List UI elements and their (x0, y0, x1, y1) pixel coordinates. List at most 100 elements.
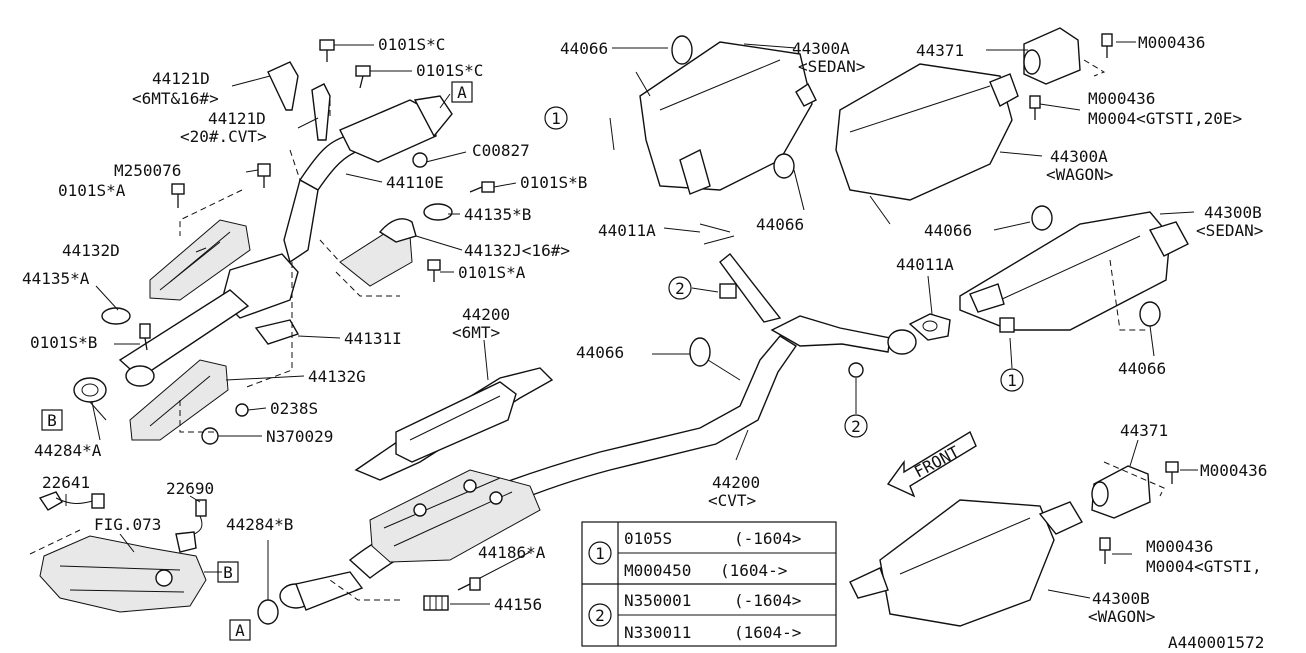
label-44186a: 44186*A (478, 543, 546, 562)
hanger-44066-center (689, 337, 711, 367)
legend-row-2-part: M000450 (624, 561, 691, 580)
label-22641: 22641 (42, 473, 90, 492)
svg-text:A: A (235, 621, 245, 640)
label-44300a-sedan-sub: <SEDAN> (798, 57, 865, 76)
hanger-44066-right-top (1031, 205, 1053, 231)
legend-row-3-range: (-1604> (734, 591, 801, 610)
label-44300b-sedan: 44300B (1204, 203, 1262, 222)
label-0101s-b-right: 0101S*B (520, 173, 587, 192)
washer-n370029 (201, 427, 219, 445)
legend-ref-1: 1 (588, 541, 612, 565)
clamp-44135a (101, 307, 131, 325)
bolt-44186a (457, 577, 481, 591)
label-0101s-c-lower: 0101S*C (416, 61, 483, 80)
label-n370029: N370029 (266, 427, 333, 446)
svg-text:2: 2 (595, 606, 605, 625)
gasket-44284b (257, 599, 279, 625)
label-44131i: 44131I (344, 329, 402, 348)
hanger-44066-mid (773, 153, 795, 179)
bolt-m000436-lower-a (1165, 461, 1179, 484)
label-44066-right-top: 44066 (924, 221, 972, 240)
label-44300a-sedan: 44300A (792, 39, 850, 58)
label-m000436-lower-b: M000436 (1146, 537, 1213, 556)
box-b-left: B (41, 409, 63, 431)
callout-2-lower: 2 (844, 414, 868, 438)
part-labels: 0101S*C 0101S*C 44121D <6MT&16#> 44121D … (22, 33, 1267, 652)
label-0238s: 0238S (270, 399, 318, 418)
nut-c00827 (412, 152, 428, 168)
label-44200-6mt: 44200 (462, 305, 510, 324)
legend-row-4-part: N330011 (624, 623, 691, 642)
legend-table: 1 2 0105S (-1604> M000450 (1604-> N35000… (581, 521, 837, 647)
bolt-0101s-c-upper (319, 39, 335, 62)
bolt-m000436-top (1101, 33, 1113, 58)
bolt-m000436-lower-b (1099, 537, 1111, 564)
label-c00827: C00827 (472, 141, 530, 160)
label-m000436-top: M000436 (1138, 33, 1205, 52)
legend-row-3-part: N350001 (624, 591, 691, 610)
hanger-44066-top (671, 35, 693, 65)
svg-text:B: B (47, 411, 57, 430)
label-m0004-gtsti-lower: M0004<GTSTI, (1146, 557, 1262, 576)
svg-text:A: A (457, 83, 467, 102)
center-pipe-assembly (257, 223, 951, 625)
label-fig073: FIG.073 (94, 515, 161, 534)
bolt-0101s-b-right (469, 181, 495, 193)
bolt-0101s-b-left (139, 323, 151, 351)
label-0101s-b-left: 0101S*B (30, 333, 97, 352)
label-44011a-right: 44011A (896, 255, 954, 274)
callout-1-upper: 1 (544, 106, 568, 130)
label-44156: 44156 (494, 595, 542, 614)
diagram-code: A440001572 (1168, 633, 1264, 652)
label-m0004-gtsti-upper: M0004<GTSTI,20E> (1088, 109, 1242, 128)
svg-text:1: 1 (1007, 371, 1017, 390)
label-44371-top: 44371 (916, 41, 964, 60)
label-0101s-a-left: 0101S*A (58, 181, 126, 200)
bolt-0101s-c-lower (355, 65, 371, 89)
legend-ref-2: 2 (588, 603, 612, 627)
gasket-44284a (73, 377, 107, 403)
callout-1-lower: 1 (1000, 368, 1024, 392)
label-44200-6mt-sub: <6MT> (452, 323, 500, 342)
box-b-lower: B (217, 561, 239, 583)
label-44066-right-low: 44066 (1118, 359, 1166, 378)
hanger-44066-right-low (1139, 301, 1161, 327)
front-exhaust-assembly (73, 39, 495, 445)
legend-row-4-range: (1604-> (734, 623, 801, 642)
label-44200-cvt: 44200 (712, 473, 760, 492)
label-0101s-a-right: 0101S*A (458, 263, 526, 282)
front-direction-arrow: FRONT (886, 430, 977, 498)
svg-text:B: B (223, 563, 233, 582)
label-m250076: M250076 (114, 161, 181, 180)
legend-row-1-range: (-1604> (734, 529, 801, 548)
bolt-0101s-a-left (171, 183, 185, 208)
label-44284a: 44284*A (34, 441, 102, 460)
label-44121d-cvt: <20#.CVT> (180, 127, 267, 146)
legend-row-1-part: 0105S (624, 529, 672, 548)
label-44132g: 44132G (308, 367, 366, 386)
label-44135a: 44135*A (22, 269, 90, 288)
label-44066-top: 44066 (560, 39, 608, 58)
label-m000436-lower-a: M000436 (1200, 461, 1267, 480)
legend-row-2-range: (1604-> (720, 561, 787, 580)
nut-0238s (235, 403, 249, 417)
svg-text:2: 2 (675, 279, 685, 298)
box-a-lower: A (229, 619, 251, 641)
svg-text:1: 1 (595, 544, 605, 563)
label-44110e: 44110E (386, 173, 444, 192)
leader-lines (65, 41, 1198, 605)
label-m000436-mid: M000436 (1088, 89, 1155, 108)
label-44284b: 44284*B (226, 515, 293, 534)
label-22690: 22690 (166, 479, 214, 498)
label-44300a-wagon-sub: <WAGON> (1046, 165, 1113, 184)
label-0101s-c-upper: 0101S*C (378, 35, 445, 54)
label-44300a-wagon: 44300A (1050, 147, 1108, 166)
label-44135b: 44135*B (464, 205, 531, 224)
svg-text:2: 2 (851, 417, 861, 436)
label-44066-center: 44066 (576, 343, 624, 362)
label-44300b-wagon: 44300B (1092, 589, 1150, 608)
label-44371-bottom: 44371 (1120, 421, 1168, 440)
clamp-44135b (423, 203, 453, 221)
label-44132d: 44132D (62, 241, 120, 260)
